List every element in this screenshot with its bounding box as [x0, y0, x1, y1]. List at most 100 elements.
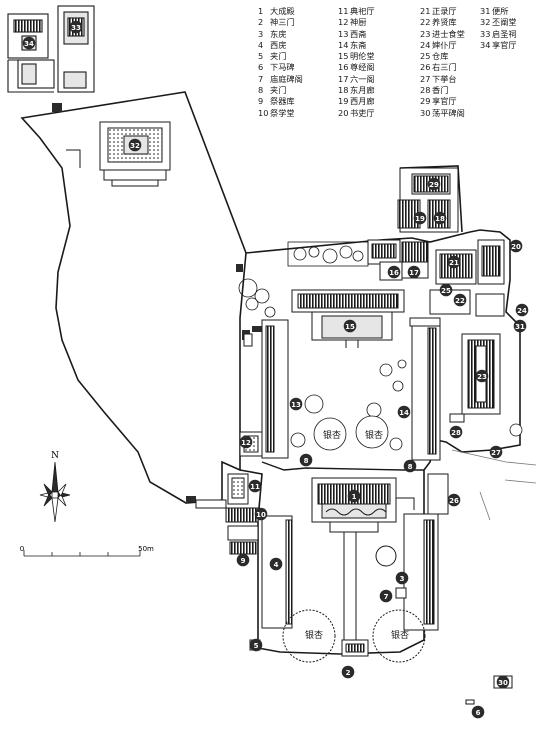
badge-22: 22: [453, 293, 467, 307]
legend-label: 婶仆厅: [432, 39, 457, 50]
badge-19: 19: [413, 211, 427, 225]
legend-label: 尊经阁: [350, 62, 375, 73]
legend-label: 神厨: [350, 17, 367, 28]
legend-number: 24: [420, 39, 431, 50]
west-compound-wall: [20, 91, 247, 504]
legend-label: 丕阐堂: [492, 17, 517, 28]
scale-start: 0: [20, 545, 24, 553]
svg-text:34: 34: [24, 40, 34, 48]
gate-markers: [186, 264, 262, 502]
legend-label: 香门: [432, 85, 449, 96]
legend-number: 10: [258, 107, 269, 118]
legend-label: 下马碑: [270, 62, 295, 73]
north-label: N: [51, 451, 59, 461]
svg-text:14: 14: [399, 409, 409, 417]
tree-label: 银杏: [391, 629, 409, 641]
badge-32: 32: [128, 138, 142, 152]
svg-text:31: 31: [515, 323, 525, 331]
svg-text:26: 26: [449, 497, 459, 505]
legend-number: 21: [420, 6, 431, 16]
svg-text:27: 27: [491, 449, 501, 457]
badge-16: 16: [387, 265, 401, 279]
legend-label: 东庑: [270, 28, 287, 39]
north-arrow: [39, 461, 71, 523]
legend-number: 12: [338, 17, 349, 28]
legend-number: 9: [258, 96, 264, 107]
legend-number: 33: [480, 28, 491, 39]
svg-text:8: 8: [304, 457, 309, 465]
legend-label: 庙庭碑阁: [270, 73, 303, 84]
badge-11: 11: [248, 479, 262, 493]
legend-number: 7: [258, 73, 264, 84]
main-compound-wall: [239, 165, 521, 655]
svg-text:20: 20: [511, 243, 521, 251]
legend-label: 明伦堂: [350, 51, 375, 62]
legend-number: 4: [258, 39, 264, 50]
svg-text:21: 21: [449, 259, 459, 267]
badge-21: 21: [447, 255, 461, 269]
legend-number: 34: [480, 39, 491, 50]
tree-label: 银杏: [323, 429, 341, 441]
svg-text:4: 4: [274, 561, 279, 569]
legend-label: 享官厅: [492, 39, 517, 50]
svg-text:29: 29: [429, 181, 439, 189]
legend-label: 夹门: [270, 85, 287, 96]
scale-bar: [23, 550, 141, 557]
badge-7: 7: [379, 589, 393, 603]
building-1: [311, 477, 397, 533]
legend-number: 23: [420, 28, 431, 39]
building-32: [66, 121, 171, 187]
legend-label: 东斋: [350, 39, 367, 50]
svg-text:3: 3: [400, 575, 405, 583]
ginkgo-label-north: 银杏 银杏: [323, 429, 383, 441]
legend-label: 西斋: [350, 28, 367, 39]
legend-number: 1: [258, 6, 264, 16]
svg-text:2: 2: [346, 669, 351, 677]
legend-number: 16: [338, 62, 349, 73]
svg-text:8: 8: [408, 463, 413, 471]
badge-29: 29: [427, 177, 441, 191]
legend-number: 14: [338, 39, 349, 50]
inner-wall: [261, 461, 424, 471]
legend-item: 4 西庑: [258, 40, 303, 51]
svg-text:24: 24: [517, 307, 527, 315]
inset-badge-33: 33: [69, 20, 83, 34]
badge-28: 28: [449, 425, 463, 439]
legend-number: 3: [258, 28, 264, 39]
legend-number: 30: [420, 107, 431, 118]
legend-label: 西月廊: [350, 96, 375, 107]
legend-label: 夹门: [270, 51, 287, 62]
badge-10: 10: [254, 507, 268, 521]
badge-9: 9: [236, 553, 250, 567]
tree-label: 银杏: [305, 629, 323, 641]
svg-text:32: 32: [130, 142, 140, 150]
legend-label: 神三门: [270, 17, 295, 28]
inset-badge-34: 34: [22, 36, 36, 50]
svg-text:7: 7: [384, 593, 389, 601]
legend-label: 西庑: [270, 39, 287, 50]
south-ginkgos: [282, 609, 426, 663]
legend-item: 3 东庑: [258, 29, 303, 40]
badge-3: 3: [395, 571, 409, 585]
svg-text:17: 17: [409, 269, 419, 277]
badge-6: 6: [471, 705, 485, 719]
legend-number: 28: [420, 85, 431, 96]
